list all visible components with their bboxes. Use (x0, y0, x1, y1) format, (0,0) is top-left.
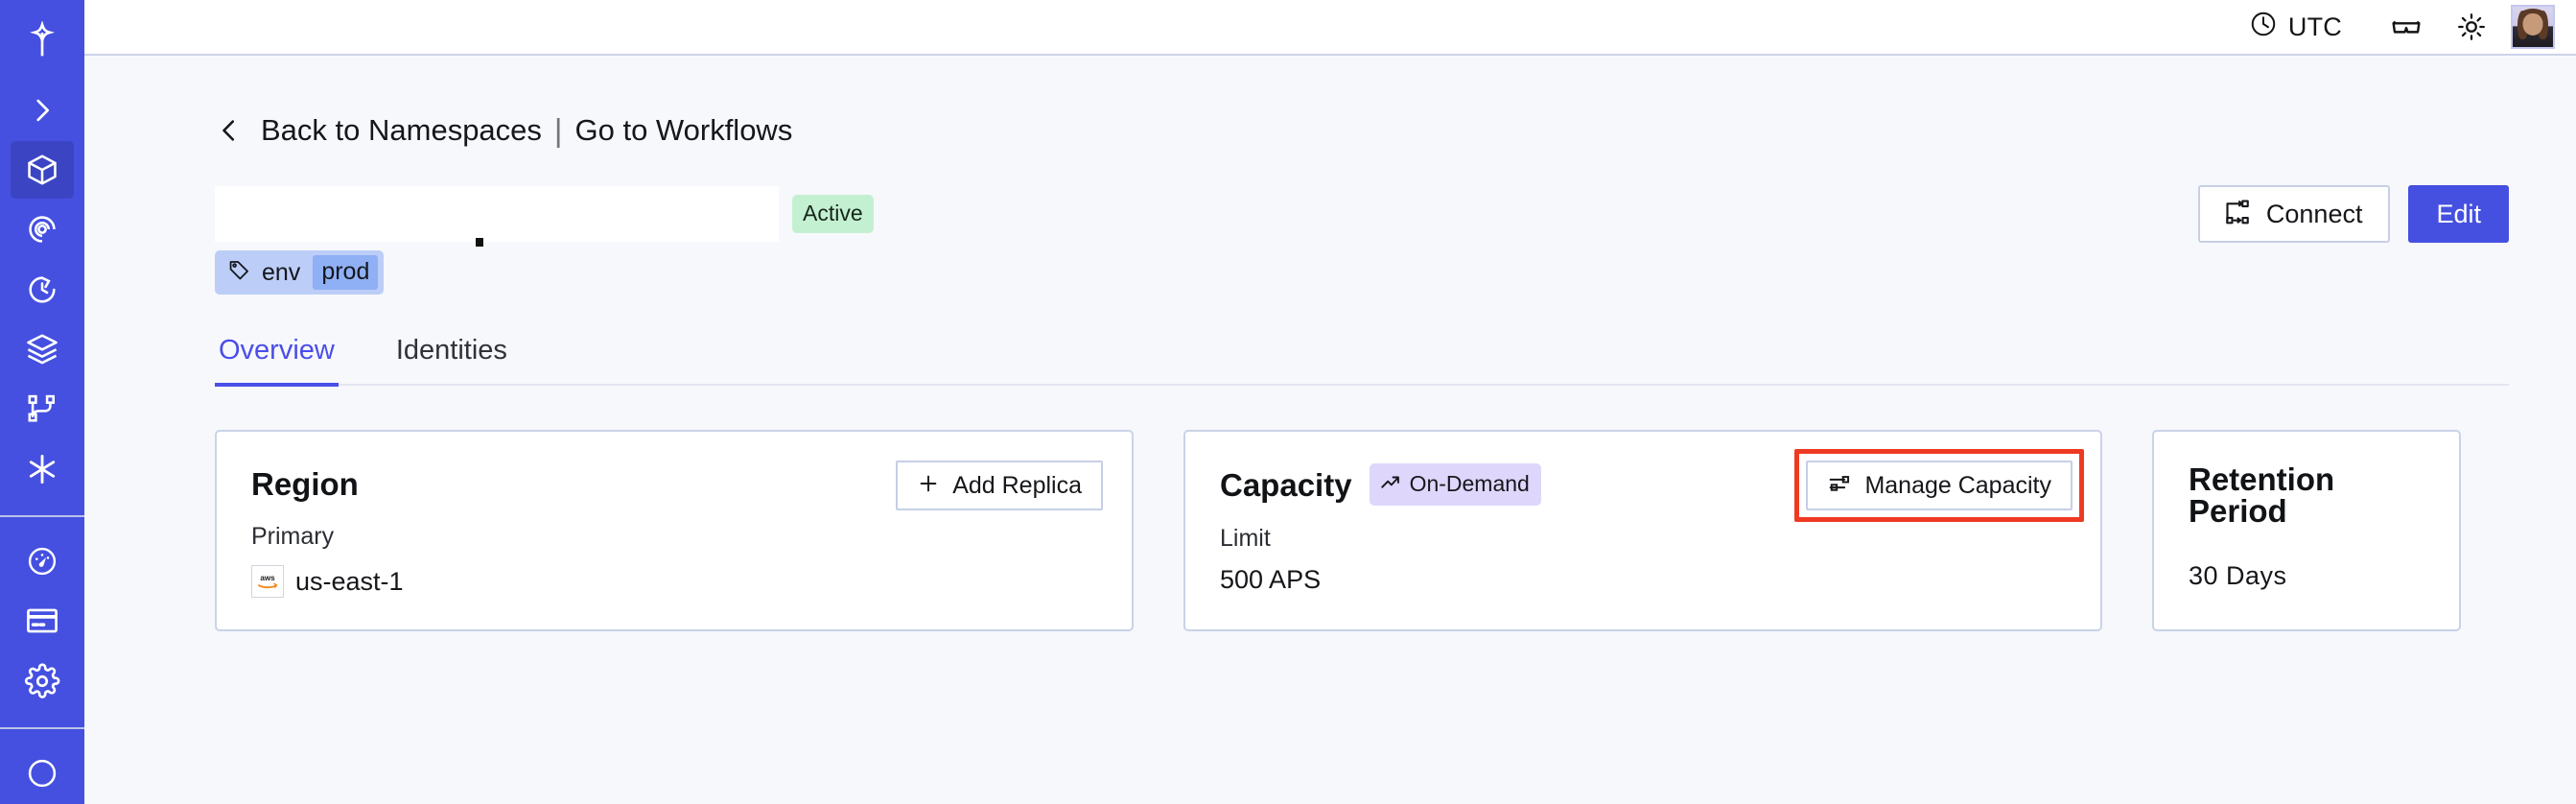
primary-sidebar (0, 0, 84, 804)
page-title (215, 186, 779, 248)
breadcrumb-back-link[interactable]: Back to Namespaces (261, 113, 542, 148)
retention-card: Retention Period 30 Days (2152, 430, 2461, 632)
namespace-title-row: Active (215, 185, 2509, 248)
capacity-limit-label: Limit (1220, 525, 1271, 553)
temporal-logo-icon[interactable] (11, 13, 74, 68)
sun-icon[interactable] (2446, 1, 2497, 53)
glasses-icon[interactable] (2380, 1, 2432, 53)
main-column: UTC (84, 0, 2576, 804)
top-bar: UTC (84, 0, 2576, 56)
page-content: Back to Namespaces | Go to Workflows Act… (84, 56, 2576, 804)
connect-button[interactable]: Connect (2197, 185, 2391, 244)
aws-logo: aws (251, 565, 284, 599)
chevron-left-icon[interactable] (215, 116, 244, 145)
capacity-limit-value: 500 APS (1220, 565, 1322, 595)
tag-value: prod (313, 255, 379, 291)
breadcrumb-separator: | (553, 112, 563, 148)
sidebar-item-help[interactable] (11, 745, 74, 802)
tab-identities[interactable]: Identities (395, 335, 507, 367)
region-primary-label: Primary (251, 523, 335, 551)
status-badge: Active (792, 195, 874, 234)
clock-icon (2249, 10, 2278, 45)
sidebar-item-settings[interactable] (11, 651, 74, 709)
region-primary-value: us-east-1 (295, 566, 404, 596)
manage-capacity-button[interactable]: Manage Capacity (1806, 461, 2073, 511)
retention-card-header: Retention Period (2189, 463, 2427, 527)
sidebar-item-connectors[interactable] (11, 440, 74, 498)
capacity-card-header: Capacity On-Demand (1220, 463, 2069, 507)
sidebar-item-namespaces[interactable] (11, 141, 74, 200)
add-replica-label: Add Replica (952, 471, 1082, 499)
manage-capacity-label: Manage Capacity (1864, 471, 2051, 499)
tag-key: env (262, 258, 301, 286)
region-card: Region Add Replica Primary (215, 430, 1134, 632)
sidebar-divider-2 (0, 726, 84, 729)
manage-capacity-highlight: Manage Capacity (1794, 449, 2084, 523)
sidebar-expand-toggle[interactable] (11, 82, 74, 139)
plus-icon (917, 472, 940, 500)
sidebar-item-usage[interactable] (11, 532, 74, 590)
user-avatar[interactable] (2511, 5, 2555, 49)
capacity-card: Capacity On-Demand (1183, 430, 2102, 632)
retention-card-title: Retention Period (2189, 461, 2335, 530)
timezone-selector[interactable]: UTC (2249, 10, 2342, 45)
title-actions: Connect Edit (2197, 185, 2509, 244)
sliders-icon (1827, 471, 1852, 501)
connect-flow-icon (2223, 198, 2252, 231)
region-primary-value-row: aws us-east-1 (251, 565, 1100, 599)
sidebar-divider-1 (0, 514, 84, 517)
region-card-title: Region (251, 465, 359, 502)
sidebar-item-billing[interactable] (11, 592, 74, 650)
breadcrumb: Back to Namespaces | Go to Workflows (215, 112, 2509, 148)
edit-button[interactable]: Edit (2408, 185, 2509, 244)
retention-value: 30 Days (2189, 561, 2287, 591)
namespace-tags: env prod (215, 250, 2509, 296)
tab-overview[interactable]: Overview (215, 337, 339, 388)
sidebar-item-history[interactable] (11, 261, 74, 319)
tab-bar: Overview Identities (215, 335, 2509, 388)
connect-button-label: Connect (2265, 199, 2363, 228)
sidebar-item-observability[interactable] (11, 201, 74, 258)
capacity-card-title: Capacity (1220, 466, 1352, 503)
edit-button-label: Edit (2436, 199, 2481, 228)
tag-icon (227, 258, 251, 287)
overview-cards: Region Add Replica Primary (215, 386, 2509, 632)
capacity-mode-label: On-Demand (1409, 471, 1530, 497)
trending-up-icon (1379, 471, 1401, 497)
timezone-label: UTC (2287, 12, 2342, 41)
tag-chip-env[interactable]: env prod (215, 250, 385, 296)
sidebar-item-layers[interactable] (11, 320, 74, 378)
capacity-mode-badge: On-Demand (1369, 463, 1541, 507)
region-card-header: Region (251, 463, 1100, 504)
add-replica-button[interactable]: Add Replica (896, 461, 1103, 511)
breadcrumb-workflows-link[interactable]: Go to Workflows (574, 113, 793, 148)
svg-text:aws: aws (260, 574, 275, 582)
sidebar-item-workflows[interactable] (11, 380, 74, 437)
